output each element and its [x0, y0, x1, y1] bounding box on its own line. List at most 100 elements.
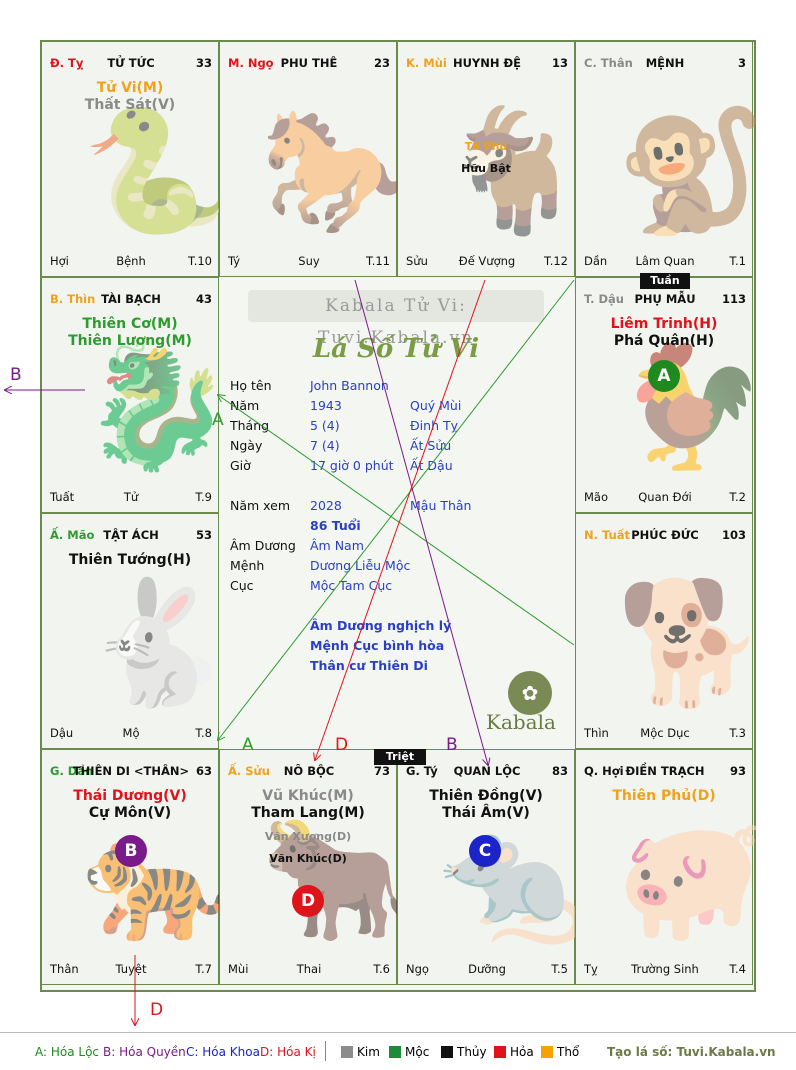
chart-title: Lá Số Tử Vi — [312, 334, 480, 364]
star-name: Vũ Khúc(M) — [262, 788, 354, 804]
palace-branch: Mão — [584, 490, 609, 504]
palace-month: T.3 — [729, 726, 746, 740]
palace-branch: Dần — [584, 254, 608, 268]
palace-age: 103 — [721, 528, 746, 542]
chart-note: Âm Dương nghịch lý — [310, 618, 452, 633]
triet-tag: Triệt — [374, 749, 426, 765]
arrow-label-d-out: D — [150, 1000, 163, 1020]
palace-name: TẬT ÁCH — [103, 528, 159, 542]
zodiac-animal-icon: 🐅 — [82, 810, 232, 949]
palace-branch: Sửu — [406, 254, 428, 268]
hoa-quyen-marker: B — [115, 835, 147, 867]
palace-stars: Thiên Tướng(H) — [42, 552, 218, 569]
palace-age: 3 — [737, 56, 746, 70]
palace-stage: Quan Đới — [638, 490, 692, 504]
star-name: Văn Khúc(D) — [269, 852, 347, 865]
legend-thuy: Thủy — [441, 1045, 487, 1059]
info-value: Dương Liễu Mộc — [310, 558, 411, 573]
info-label: Họ tên — [230, 378, 272, 393]
palace-stem: N. Tuất — [584, 528, 631, 542]
palace-stars: Thiên Đồng(V)Thái Âm(V) — [398, 788, 574, 822]
star-name: Tả Phù — [464, 140, 508, 153]
palace-month: T.7 — [195, 962, 212, 976]
zodiac-animal-icon: 🐕 — [616, 574, 766, 713]
star-name: Tử Vi(M) — [96, 80, 164, 96]
legend-kim: Kim — [341, 1045, 380, 1059]
palace-stem: B. Thìn — [50, 292, 96, 306]
palace-stem: Đ. Tỵ — [50, 56, 84, 70]
palace-name: PHÚC ĐỨC — [631, 528, 699, 542]
palace-name: TÀI BẠCH — [101, 292, 161, 306]
palace-name: PHU THÊ — [280, 56, 338, 70]
info-can-chi: Ất Dậu — [410, 458, 453, 473]
year-view-label: Năm xem — [230, 498, 291, 513]
star-name: Thái Âm(V) — [442, 805, 530, 821]
info-label: Cục — [230, 578, 254, 593]
info-can-chi: Đinh Tỵ — [410, 418, 459, 433]
palace-stage: Đế Vượng — [458, 254, 516, 268]
legend-hoa-quyen: B: Hóa Quyền — [103, 1045, 186, 1059]
zodiac-animal-icon: 🐂 — [260, 810, 410, 949]
palace-branch: Ngọ — [406, 962, 429, 976]
info-label: Ngày — [230, 438, 263, 453]
palace-month: T.4 — [729, 962, 746, 976]
info-label: Giờ — [230, 458, 251, 473]
palace-stage: Tử — [123, 490, 139, 504]
zodiac-animal-icon: 🐀 — [438, 810, 588, 949]
star-name: Thiên Phủ(D) — [612, 788, 716, 804]
legend-site-link[interactable]: Tạo lá số: Tuvi.Kabala.vn — [607, 1045, 776, 1059]
info-value: 1943 — [310, 398, 342, 413]
zodiac-animal-icon: 🐇 — [82, 574, 232, 713]
palace-stars: Thái Dương(V)Cự Môn(V) — [42, 788, 218, 822]
palace-stage: Lâm Quan — [635, 254, 695, 268]
zodiac-animal-icon: 🐐 — [438, 102, 588, 241]
palace-age: 23 — [373, 56, 390, 70]
palace-stars: Thiên Cơ(M)Thiên Lương(M) — [42, 316, 218, 350]
palace-branch: Tuất — [50, 490, 75, 504]
palace-stars: Vũ Khúc(M)Tham Lang(M)Văn Xương(D)Văn Kh… — [220, 788, 396, 866]
star-name: Thiên Tướng(H) — [68, 552, 192, 568]
palace-age: 33 — [195, 56, 212, 70]
palace-stem: Ấ. Sửu — [228, 764, 270, 778]
legend-tho: Thổ — [541, 1045, 579, 1059]
info-label: Tháng — [230, 418, 270, 433]
legend-hoa-loc: A: Hóa Lộc — [35, 1045, 100, 1059]
age-text: 86 Tuổi — [310, 518, 361, 533]
star-name: Hữu Bật — [461, 162, 511, 175]
palace-name: HUYNH ĐỆ — [452, 56, 522, 70]
palace-branch: Hợi — [50, 254, 69, 268]
zodiac-animal-icon: 🐎 — [260, 102, 410, 241]
palace-stem: K. Mùi — [406, 56, 447, 70]
info-can-chi: Ất Sửu — [410, 438, 452, 453]
star-name: Thái Dương(V) — [73, 788, 187, 804]
palace-age: 43 — [195, 292, 212, 306]
palace-stem: Ấ. Mão — [50, 528, 95, 542]
palace-stage: Bệnh — [116, 254, 146, 268]
star-name: Thiên Lương(M) — [68, 333, 192, 349]
palace-age: 73 — [373, 764, 390, 778]
palace-branch: Tỵ — [584, 962, 598, 976]
palace-stage: Mộc Dục — [640, 726, 690, 740]
palace-stage: Suy — [298, 254, 320, 268]
palace-age: 53 — [195, 528, 212, 542]
palace-branch: Dậu — [50, 726, 74, 740]
palace-month: T.5 — [551, 962, 568, 976]
star-name: Phá Quân(H) — [613, 333, 715, 349]
palace-month: T.1 — [729, 254, 746, 268]
palace-age: 93 — [729, 764, 746, 778]
palace-stem: G. Tý — [406, 764, 438, 778]
arrow-label-b-left: B — [10, 365, 22, 385]
legend-hoa-ki: D: Hóa Kị — [260, 1045, 316, 1059]
legend-hoa-khoa: C: Hóa Khoa — [186, 1045, 260, 1059]
